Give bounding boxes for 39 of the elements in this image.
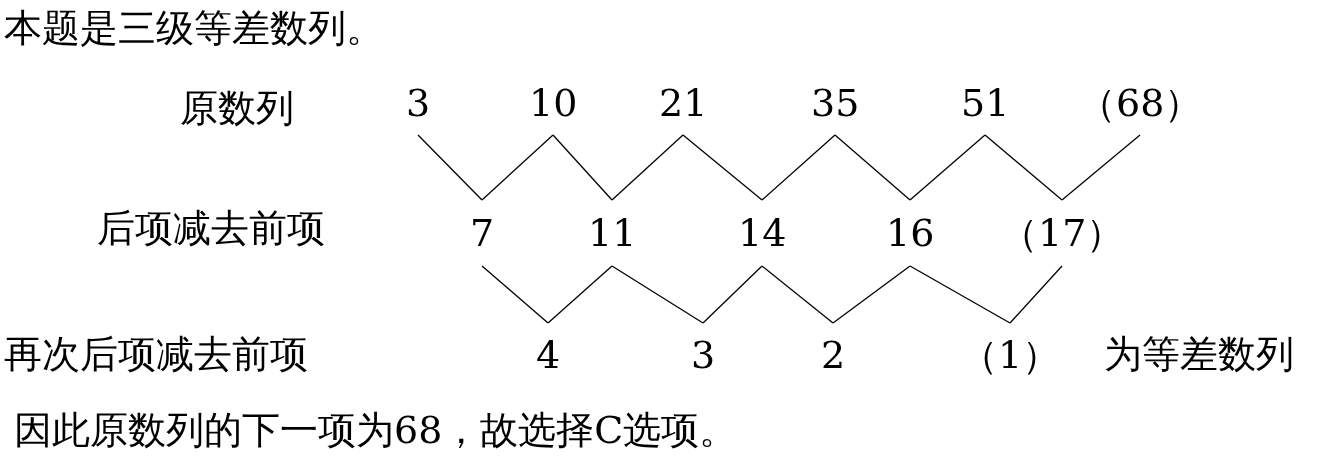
number-value: 11 bbox=[588, 200, 637, 266]
connector-line bbox=[1009, 265, 1063, 324]
row-label: 原数列 bbox=[180, 86, 294, 130]
heading-text: 本题是三级等差数列。 bbox=[4, 6, 384, 50]
number-value: 2 bbox=[821, 323, 846, 387]
number-value: 51 bbox=[961, 71, 1010, 135]
number-value: （1） bbox=[960, 323, 1061, 387]
number-value: （17） bbox=[1000, 200, 1125, 266]
connector-line bbox=[611, 134, 684, 201]
connector-line bbox=[552, 134, 613, 201]
connector-line bbox=[611, 265, 704, 324]
connector-line bbox=[417, 134, 483, 201]
connector-line bbox=[832, 265, 911, 324]
number-value: 14 bbox=[738, 200, 787, 266]
number-value: 35 bbox=[811, 71, 860, 135]
connector-line bbox=[909, 265, 1011, 324]
row-label: 后项减去前项 bbox=[97, 206, 325, 250]
connector-line bbox=[761, 265, 834, 324]
connector-line bbox=[984, 134, 1063, 201]
number-value: 16 bbox=[886, 200, 935, 266]
note-text: 为等差数列 bbox=[1104, 332, 1294, 376]
conclusion-text: 因此原数列的下一项为68，故选择C选项。 bbox=[14, 408, 738, 452]
row-label: 再次后项减去前项 bbox=[4, 332, 308, 376]
connector-line bbox=[547, 265, 613, 324]
number-value: 3 bbox=[406, 71, 431, 135]
number-value: （68） bbox=[1078, 71, 1203, 135]
connector-line bbox=[1061, 134, 1141, 201]
number-value: 21 bbox=[659, 71, 708, 135]
number-value: 7 bbox=[470, 200, 495, 266]
connector-line bbox=[909, 134, 986, 201]
connector-line bbox=[702, 265, 763, 324]
connector-line bbox=[682, 134, 763, 201]
number-value: 10 bbox=[529, 71, 578, 135]
connector-line bbox=[481, 134, 554, 201]
connector-line bbox=[834, 134, 911, 201]
connector-line bbox=[481, 265, 549, 324]
connector-line bbox=[761, 134, 836, 201]
number-value: 4 bbox=[536, 323, 561, 387]
number-value: 3 bbox=[691, 323, 716, 387]
